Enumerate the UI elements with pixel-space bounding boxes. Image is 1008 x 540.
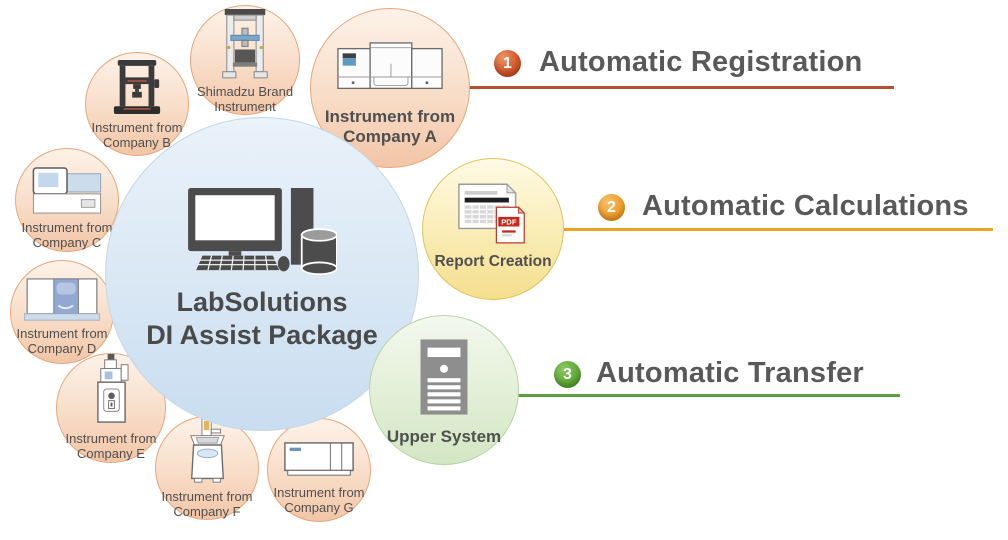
- bubble-label: Instrument from Company E: [65, 431, 156, 461]
- bubble-company-d: Instrument from Company D: [10, 260, 114, 364]
- label-line: Instrument from: [65, 431, 157, 446]
- label-line: Instrument from: [21, 220, 113, 235]
- label-line: Instrument: [214, 98, 276, 114]
- report-pdf-icon: PDF: [457, 183, 525, 244]
- bubble-label: Instrument from Company F: [161, 489, 252, 519]
- label-line: Instrument from: [273, 485, 365, 500]
- bench-analyzer-icon: [337, 42, 443, 90]
- label-line: Instrument from: [16, 326, 108, 341]
- bubble-shimadzu: Shimadzu Brand Instrument: [190, 5, 300, 115]
- center-title-line: DI Assist Package: [146, 319, 378, 350]
- label-line: Company B: [103, 135, 171, 151]
- label-line: Instrument from: [161, 488, 253, 504]
- bubble-label: Upper System: [387, 427, 501, 447]
- bubble-company-g: Instrument from Company G: [267, 418, 371, 522]
- bubble-label: Instrument from Company D: [16, 326, 107, 356]
- pdf-badge-text: PDF: [501, 218, 517, 227]
- feature-3-number-badge: 3: [554, 361, 581, 388]
- server-tower-icon: [420, 339, 468, 415]
- bubble-label: Report Creation: [434, 253, 551, 271]
- computer-database-icon: [187, 188, 337, 276]
- feature-2-underline: [556, 228, 993, 231]
- label-line: Instrument from: [324, 107, 456, 126]
- bubble-company-a: Instrument from Company A: [310, 8, 470, 168]
- label-line: Upper System: [386, 427, 502, 446]
- bubble-label: Instrument from Company C: [21, 220, 112, 250]
- center-title: LabSolutions DI Assist Package: [146, 286, 378, 352]
- label-line: Company C: [32, 235, 102, 251]
- bubble-labsolutions-center: LabSolutions DI Assist Package: [105, 117, 419, 431]
- tensile-tester-light-icon: [222, 9, 268, 79]
- bubble-label: Shimadzu Brand Instrument: [197, 84, 293, 114]
- bubble-company-c: Instrument from Company C: [15, 148, 119, 252]
- benchtop-lid-icon: [189, 419, 225, 483]
- feature-1-title: Automatic Registration: [539, 46, 863, 78]
- bubble-label: Instrument from Company A: [325, 107, 455, 148]
- label-line: Shimadzu Brand: [196, 83, 294, 99]
- label-line: Company A: [343, 127, 437, 147]
- center-title-line: LabSolutions: [176, 287, 348, 317]
- tensile-tester-dark-icon: [113, 60, 161, 114]
- label-line: Company G: [284, 500, 354, 516]
- feature-3-underline: [512, 394, 900, 397]
- bubble-upper-system: Upper System: [369, 315, 519, 465]
- feature-3-title: Automatic Transfer: [596, 357, 864, 389]
- bubble-report-creation: PDF Report Creation: [422, 158, 564, 300]
- bubble-label: Instrument from Company G: [273, 485, 364, 515]
- label-line: Company F: [173, 503, 241, 519]
- label-line: Company D: [27, 341, 97, 357]
- module-box-icon: [284, 442, 354, 476]
- label-line: Company E: [77, 446, 145, 462]
- bubble-company-f: Instrument from Company F: [155, 416, 259, 520]
- spectrometer-icon: [32, 167, 102, 214]
- aas-instrument-icon: [24, 278, 100, 321]
- bubble-label: Instrument from Company B: [91, 120, 182, 150]
- feature-2-title: Automatic Calculations: [642, 190, 969, 222]
- bubble-company-b: Instrument from Company B: [85, 52, 189, 156]
- feature-1-number-badge: 1: [494, 50, 521, 77]
- feature-2-number-badge: 2: [598, 194, 625, 221]
- feature-1-underline: [456, 86, 894, 89]
- label-line: Report Creation: [434, 253, 552, 270]
- label-line: Instrument from: [91, 120, 183, 135]
- titrator-icon: [96, 354, 129, 423]
